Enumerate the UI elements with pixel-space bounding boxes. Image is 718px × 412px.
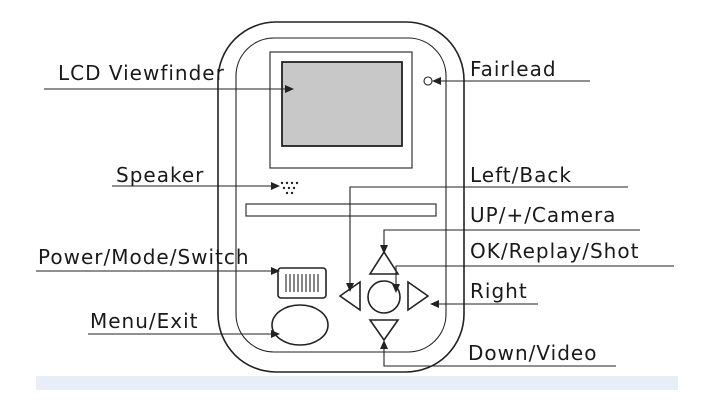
fairlead-hole [423,76,433,86]
leader-lines-right [346,77,674,367]
lcd-bezel [269,51,413,169]
dpad-down-arrow [368,319,400,342]
label-down-video: Down/Video [468,341,597,365]
power-mode-switch [277,267,327,299]
label-fairlead: Fairlead [470,57,557,81]
label-menu-exit: Menu/Exit [90,309,199,333]
separator-panel [245,203,437,217]
dpad [338,250,430,342]
dpad-ok-button [367,280,401,314]
label-power-mode-switch: Power/Mode/Switch [38,245,250,269]
label-speaker: Speaker [116,163,204,187]
label-up-camera: UP/+/Camera [470,203,616,227]
label-ok-replay-shot: OK/Replay/Shot [470,239,639,263]
label-lcd-viewfinder: LCD Viewfinder [58,61,225,85]
menu-exit-button [271,304,329,346]
bottom-band [36,376,678,390]
speaker-grille [280,181,299,195]
device-outer-body [217,21,465,373]
label-left-back: Left/Back [470,163,572,187]
device-inner-body [235,37,447,353]
leader-lines-left [36,85,294,338]
dpad-up-arrow [368,250,400,275]
lcd-screen [281,61,403,147]
label-right: Right [470,279,528,303]
dpad-right-arrow [407,280,430,312]
